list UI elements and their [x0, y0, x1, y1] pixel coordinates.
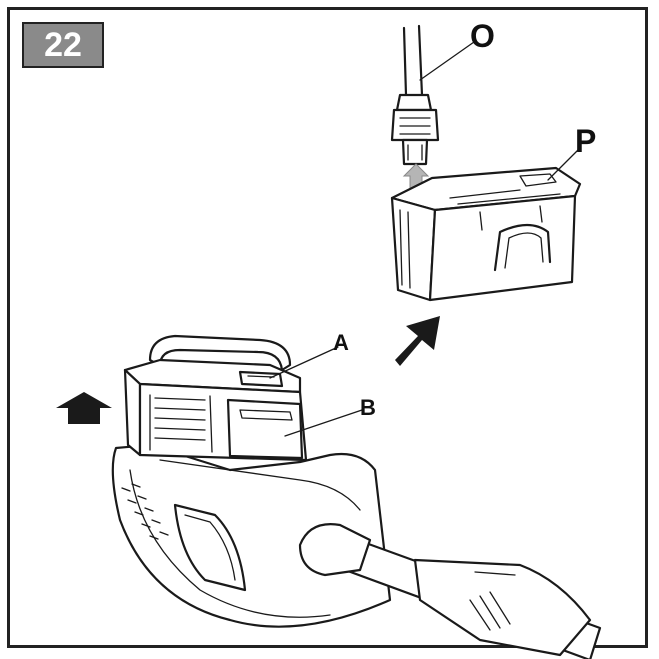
- callout-label-p: P: [575, 123, 597, 159]
- charger-plug-icon: [390, 24, 440, 166]
- callout-label-b: B: [360, 395, 376, 420]
- callout-label-a: A: [333, 330, 349, 355]
- battery-pack-icon: [123, 334, 308, 462]
- battery-pack-icon: [390, 166, 582, 302]
- callout-label-o: O: [470, 18, 495, 54]
- callout-leader-p: [547, 147, 581, 181]
- callout-leader-a: [269, 346, 339, 379]
- trimmer-handle-icon: [111, 443, 602, 659]
- up-arrow-icon: [56, 392, 112, 424]
- step-number-badge: 22: [22, 22, 104, 68]
- callout-leader-b: [284, 409, 363, 437]
- callout-leader-o: [419, 41, 475, 81]
- lift-arrow-icon: [395, 316, 440, 366]
